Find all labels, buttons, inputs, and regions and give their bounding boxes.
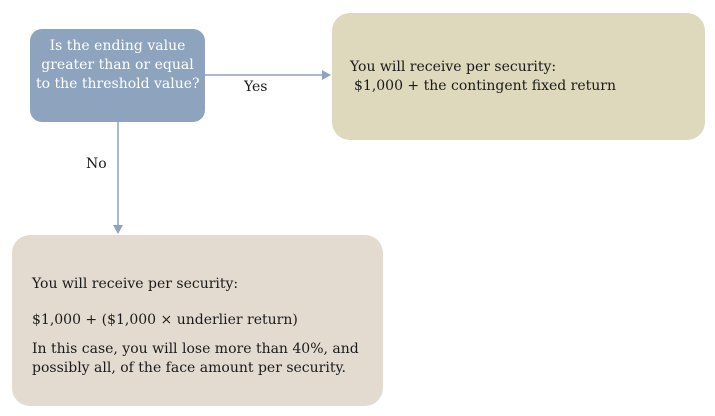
no-outcome-line-3: In this case, you will lose more than 40…: [32, 341, 359, 376]
yes-outcome-line-2: $1,000 + the contingent fixed return: [354, 78, 617, 94]
yes-branch-label: Yes: [244, 79, 268, 95]
decision-text-line-2: greater than or equal: [41, 57, 194, 73]
yes-arrowhead: [322, 70, 331, 80]
no-arrowhead: [113, 225, 123, 234]
yes-outcome-box: You will receive per security: $1,000 + …: [332, 13, 705, 140]
decision-node: Is the ending value greater than or equa…: [30, 29, 205, 122]
no-branch-label: No: [86, 156, 107, 172]
no-outcome-line-2: $1,000 + ($1,000 × underlier return): [32, 312, 298, 328]
no-outcome-box: You will receive per security: $1,000 + …: [12, 235, 383, 406]
decision-text-line-1: Is the ending value: [49, 38, 186, 54]
no-outcome-line-1: You will receive per security:: [32, 276, 239, 292]
decision-text-line-3: to the threshold value?: [36, 76, 200, 92]
yes-outcome-line-1: You will receive per security:: [350, 59, 557, 75]
